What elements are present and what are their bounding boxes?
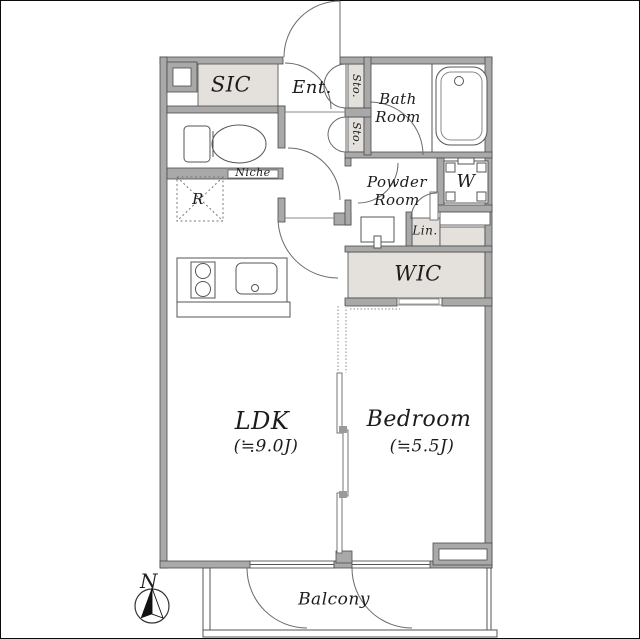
bathroom-label-line2: Room bbox=[375, 108, 421, 126]
sto-top-door-arc-a bbox=[323, 63, 347, 87]
door-arcs bbox=[246, 0, 439, 629]
balcony-door-arc-bedroom bbox=[351, 567, 413, 629]
toilet bbox=[183, 124, 267, 164]
bathroom-label-line1: Bath bbox=[379, 90, 417, 108]
burner bbox=[195, 281, 211, 297]
meter-box bbox=[166, 61, 198, 93]
balcony-structure bbox=[202, 567, 498, 638]
linen-label: Lin. bbox=[412, 223, 438, 238]
closet-fills bbox=[197, 61, 486, 299]
compass bbox=[134, 587, 170, 624]
sliding-door-panels bbox=[336, 372, 349, 554]
burner bbox=[195, 263, 211, 279]
ldk-size-label: (≒9.0J) bbox=[233, 436, 299, 457]
sic-label: SIC bbox=[210, 72, 252, 97]
bedroom-label: Bedroom bbox=[366, 406, 472, 432]
balcony-label: Balcony bbox=[298, 589, 370, 610]
sic-area bbox=[197, 61, 279, 109]
powder-room-label-line1: Powder bbox=[366, 173, 428, 191]
washer-door-arc bbox=[410, 192, 438, 220]
bath-door-arc bbox=[369, 101, 424, 156]
washing-machine-pan bbox=[443, 157, 489, 204]
kitchen-counter bbox=[176, 257, 291, 318]
washer-door-leaf bbox=[429, 191, 439, 221]
storage-top-label: Sto. bbox=[350, 74, 364, 98]
pan-faucet-notch bbox=[457, 157, 475, 165]
bedroom-size-label: (≒5.5J) bbox=[389, 436, 455, 457]
bathroom-label: Bath Room bbox=[375, 90, 421, 126]
toilet-door-arc bbox=[287, 147, 341, 201]
north-label: N bbox=[140, 569, 158, 593]
ldk-door-arc bbox=[277, 217, 339, 279]
powder-room-label: Powder Room bbox=[367, 173, 427, 209]
wic-area-upper-right bbox=[439, 226, 486, 247]
sto-bottom-door-arc-b bbox=[327, 134, 347, 153]
refrigerator-space bbox=[176, 176, 224, 222]
entrance-label: Ent. bbox=[292, 77, 332, 99]
counter-ledge bbox=[176, 301, 291, 318]
bathtub-drain bbox=[454, 76, 464, 86]
washbasin bbox=[360, 216, 395, 249]
under-washer-shelf bbox=[439, 211, 491, 226]
balcony-left-wall bbox=[202, 567, 211, 633]
bathtub bbox=[431, 64, 488, 152]
balcony-right-wall bbox=[486, 567, 492, 631]
bedroom-slot-inner bbox=[438, 548, 488, 561]
ldk-label: LDK bbox=[234, 406, 290, 435]
sink-drain bbox=[251, 284, 259, 292]
niche-label: Niche bbox=[235, 165, 271, 179]
storage-bottom-label: Sto. bbox=[350, 122, 364, 146]
niche-wall bbox=[166, 167, 284, 180]
powder-room-label-line2: Room bbox=[374, 191, 420, 209]
wic-sliding-panel bbox=[398, 298, 440, 305]
thresholds bbox=[285, 111, 442, 306]
refrigerator-label: R bbox=[192, 189, 204, 208]
sto-top-door-arc-b bbox=[323, 85, 347, 109]
niche-recess bbox=[227, 169, 279, 179]
compass-needle-light bbox=[151, 587, 164, 619]
entrance-door-arc bbox=[283, 0, 341, 58]
balcony-windows bbox=[249, 560, 431, 569]
balcony-railing bbox=[202, 629, 498, 638]
room-partition bbox=[336, 306, 400, 554]
sink bbox=[235, 262, 278, 295]
washer-label: W bbox=[456, 171, 476, 193]
sto-bottom-door-arc-a bbox=[327, 116, 347, 136]
walls bbox=[159, 56, 493, 569]
balcony-door-arc-ldk bbox=[246, 567, 308, 629]
wic-label: WIC bbox=[394, 261, 442, 286]
powder-door-arc bbox=[357, 162, 399, 204]
